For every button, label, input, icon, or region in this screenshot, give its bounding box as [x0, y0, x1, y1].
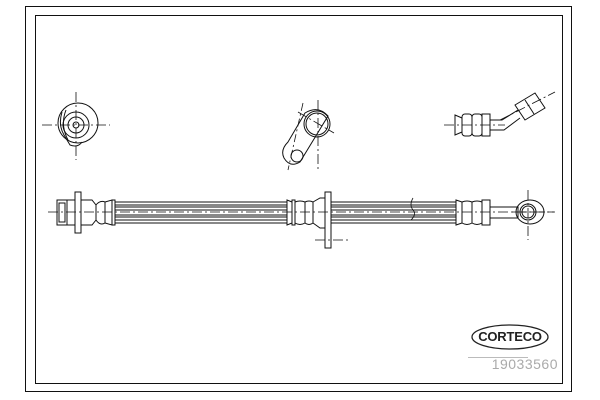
logo-text: CORTECO — [478, 329, 542, 344]
corteco-logo: CORTECO — [470, 324, 550, 350]
part-number: 19033560 — [491, 356, 558, 372]
left-end-view — [42, 92, 110, 160]
corteco-logo-ellipse — [471, 324, 549, 350]
bracket-view — [282, 100, 335, 171]
inner-frame — [35, 15, 563, 384]
part-number-underline — [468, 357, 528, 358]
hose-assembly — [48, 190, 555, 249]
right-end-detail — [444, 91, 556, 137]
outer-frame — [25, 6, 572, 392]
